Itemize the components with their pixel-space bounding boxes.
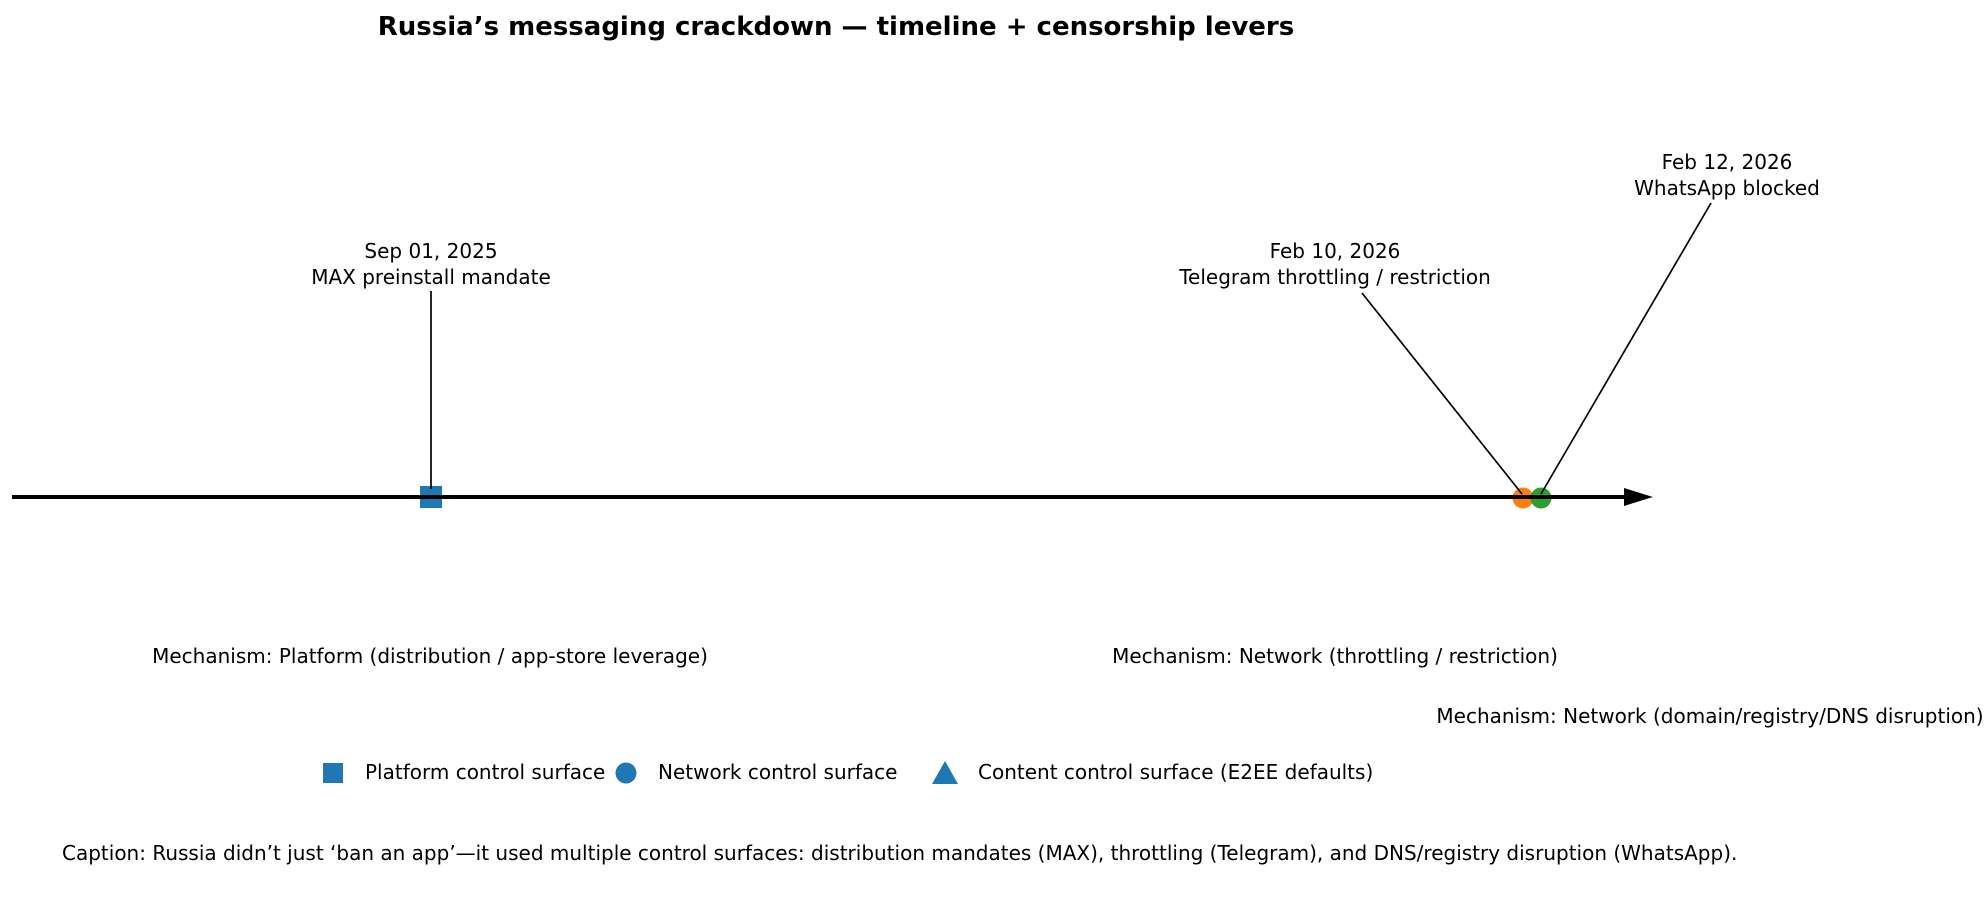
leader-line-whatsapp bbox=[1540, 202, 1712, 495]
annotation-telegram: Feb 10, 2026 Telegram throttling / restr… bbox=[1179, 238, 1491, 290]
caption-text: Caption: Russia didn’t just ‘ban an app’… bbox=[62, 841, 1738, 865]
legend-triangle-icon bbox=[932, 761, 958, 784]
annotation-max-date: Sep 01, 2025 bbox=[364, 239, 498, 263]
annotation-telegram-date: Feb 10, 2026 bbox=[1269, 239, 1401, 263]
mechanism-label-network-throttling: Mechanism: Network (throttling / restric… bbox=[1112, 644, 1558, 668]
annotation-whatsapp: Feb 12, 2026 WhatsApp blocked bbox=[1634, 149, 1820, 201]
legend-label-content: Content control surface (E2EE defaults) bbox=[978, 760, 1374, 784]
annotation-whatsapp-label: WhatsApp blocked bbox=[1634, 176, 1820, 200]
annotation-telegram-label: Telegram throttling / restriction bbox=[1179, 265, 1491, 289]
legend-square-icon bbox=[323, 763, 343, 783]
mechanism-label-platform: Mechanism: Platform (distribution / app-… bbox=[152, 644, 708, 668]
mechanism-label-network-dns: Mechanism: Network (domain/registry/DNS … bbox=[1436, 704, 1984, 728]
leader-line-telegram bbox=[1361, 292, 1523, 495]
legend-circle-icon bbox=[615, 762, 637, 784]
annotation-max: Sep 01, 2025 MAX preinstall mandate bbox=[311, 238, 551, 290]
legend-label-platform: Platform control surface bbox=[365, 760, 606, 784]
legend-label-network: Network control surface bbox=[658, 760, 898, 784]
chart-title: Russia’s messaging crackdown — timeline … bbox=[377, 12, 1295, 42]
timeline-arrowhead bbox=[1624, 488, 1653, 506]
annotation-whatsapp-date: Feb 12, 2026 bbox=[1661, 150, 1793, 174]
annotation-max-label: MAX preinstall mandate bbox=[311, 265, 551, 289]
